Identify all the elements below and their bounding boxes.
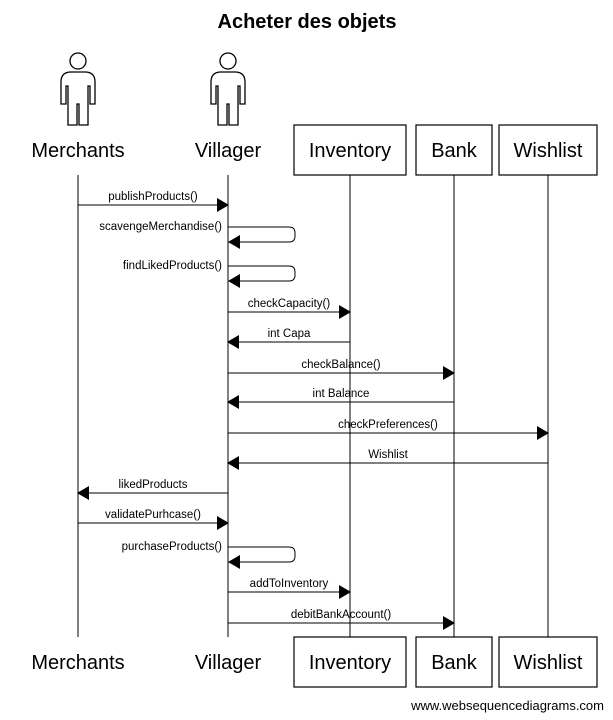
participant-top-villager: Villager <box>195 52 262 162</box>
participant-name: Bank <box>431 652 478 674</box>
message-addtoinventory: addToInventory <box>228 578 351 599</box>
message-likedproducts: likedProducts <box>77 479 228 500</box>
participant-name: Wishlist <box>514 652 583 674</box>
participant-bottom-villager: Villager <box>195 652 262 674</box>
participant-name: Merchants <box>31 140 124 162</box>
actor-icon <box>210 52 246 126</box>
message-debitbankaccount: debitBankAccount() <box>228 609 455 630</box>
message-wishlist: Wishlist <box>227 449 548 470</box>
message-label: purchaseProducts() <box>122 541 223 553</box>
self-arrow <box>228 226 296 249</box>
participant-box <box>498 124 598 176</box>
message-findlikedproducts: findLikedProducts() <box>123 260 296 288</box>
participant-name: Inventory <box>309 652 391 674</box>
message-label: findLikedProducts() <box>123 260 222 272</box>
participant-box <box>498 636 598 688</box>
message-validatepurhcase: validatePurhcase() <box>78 509 229 530</box>
participant-top-bank: Bank <box>415 124 493 176</box>
participant-box <box>293 636 407 688</box>
participant-box <box>415 124 493 176</box>
participant-name: Villager <box>195 140 262 162</box>
self-arrow <box>228 265 296 288</box>
participant-bottom-merchants: Merchants <box>31 652 124 674</box>
message-label: Wishlist <box>368 449 408 461</box>
message-publishproducts: publishProducts() <box>78 191 229 212</box>
message-label: scavengeMerchandise() <box>99 221 222 233</box>
message-checkbalance: checkBalance() <box>228 359 455 380</box>
message-label: checkCapacity() <box>248 298 331 310</box>
participant-box <box>293 124 407 176</box>
message-label: checkBalance() <box>301 359 380 371</box>
message-label: addToInventory <box>250 578 329 590</box>
diagram-title: Acheter des objets <box>218 11 397 33</box>
message-label: publishProducts() <box>108 191 198 203</box>
message-checkpreferences: checkPreferences() <box>228 419 549 440</box>
participant-top-wishlist: Wishlist <box>498 124 598 176</box>
self-arrow <box>228 546 296 569</box>
participant-name: Bank <box>431 140 478 162</box>
participant-name: Wishlist <box>514 140 583 162</box>
participant-bottom-bank: Bank <box>415 636 493 688</box>
message-label: validatePurhcase() <box>105 509 201 521</box>
message-checkcapacity: checkCapacity() <box>228 298 351 319</box>
message-label: checkPreferences() <box>338 419 438 431</box>
participant-bottom-wishlist: Wishlist <box>498 636 598 688</box>
participant-bottom-inventory: Inventory <box>293 636 407 688</box>
message-scavengemerchandise: scavengeMerchandise() <box>99 221 296 249</box>
participant-name: Inventory <box>309 140 391 162</box>
footer-credit: www.websequencediagrams.com <box>410 698 604 713</box>
message-label: int Capa <box>268 328 311 340</box>
participant-name: Villager <box>195 652 262 674</box>
message-label: debitBankAccount() <box>291 609 392 621</box>
participant-name: Merchants <box>31 652 124 674</box>
participant-top-merchants: Merchants <box>31 52 125 162</box>
message-label: likedProducts <box>118 479 187 491</box>
message-int-balance: int Balance <box>227 388 454 409</box>
actor-icon <box>60 52 96 126</box>
message-purchaseproducts: purchaseProducts() <box>122 541 296 569</box>
message-int-capa: int Capa <box>227 328 350 349</box>
participant-box <box>415 636 493 688</box>
message-label: int Balance <box>313 388 370 400</box>
participant-top-inventory: Inventory <box>293 124 407 176</box>
